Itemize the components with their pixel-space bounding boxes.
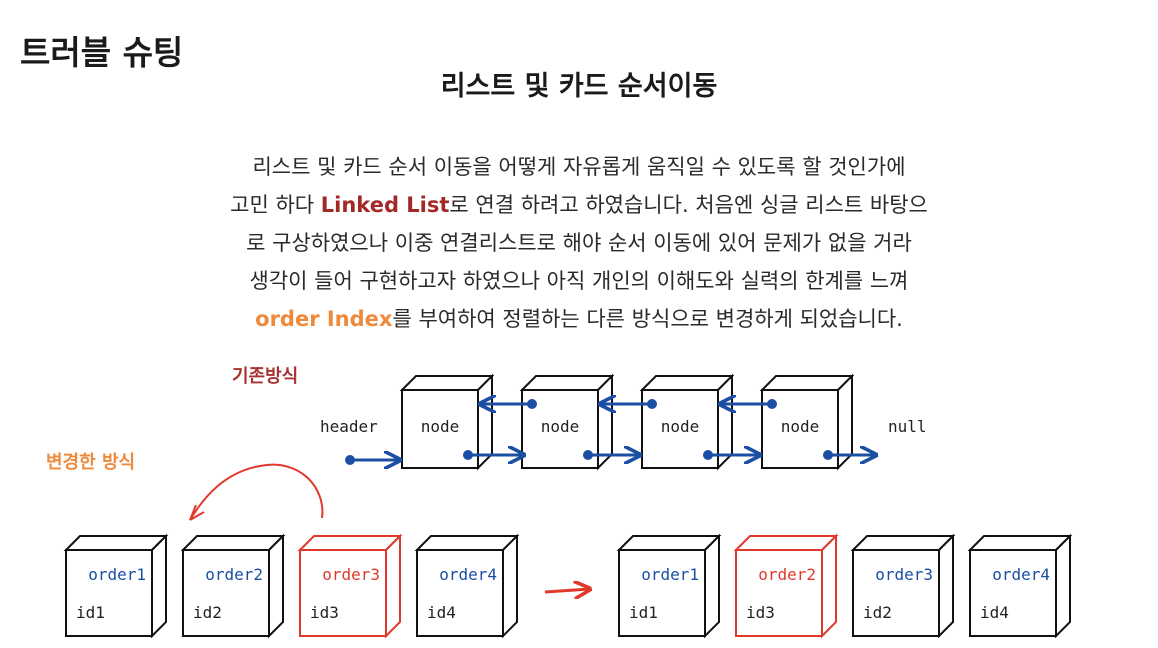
order-label: order1 <box>641 565 699 584</box>
move-curve-arrowhead <box>189 504 205 521</box>
order-card: order1 id1 <box>63 533 169 639</box>
description-line-2-post: 로 연결 하려고 하였습니다. 처음엔 싱글 리스트 바탕으 <box>449 193 928 217</box>
description-line-5-post: 를 부여하여 정렬하는 다른 방식으로 변경하게 되었습니다. <box>392 307 903 331</box>
order-card: order2 id2 <box>180 533 286 639</box>
order-card: order2 id3 <box>733 533 839 639</box>
order-label: order3 <box>322 565 380 584</box>
id-label: id1 <box>629 603 658 622</box>
order-label: order1 <box>88 565 146 584</box>
id-label: id4 <box>427 603 456 622</box>
old-method-label: 기존방식 <box>232 366 299 387</box>
order-label: order2 <box>205 565 263 584</box>
order-card: order4 id4 <box>414 533 520 639</box>
linked-list-links <box>345 399 876 465</box>
id-label: id1 <box>76 603 105 622</box>
null-label: null <box>888 417 927 436</box>
section-title: 리스트 및 카드 순서이동 <box>440 71 718 102</box>
page-title: 트러블 슈팅 <box>20 33 184 72</box>
description-line-2: 고민 하다 Linked List로 연결 하려고 하였습니다. 처음엔 싱글 … <box>0 186 1158 224</box>
before-cards: order1 id1 order2 id2 order3 id3 order4 id4 <box>63 533 520 639</box>
order-label: order2 <box>758 565 816 584</box>
order-label: order4 <box>992 565 1050 584</box>
order-card: order1 id1 <box>616 533 722 639</box>
order-label: order3 <box>875 565 933 584</box>
order-card: order3 id3 <box>297 533 403 639</box>
after-cards: order1 id1 order2 id3 order3 id2 order4 id4 <box>616 533 1073 639</box>
node-label: node <box>541 417 580 436</box>
new-method-label: 변경한 방식 <box>46 452 136 473</box>
id-label: id4 <box>980 603 1009 622</box>
node-label: node <box>781 417 820 436</box>
description-line-2-pre: 고민 하다 <box>230 193 321 217</box>
description-line-4: 생각이 들어 구현하고자 하였으나 아직 개인의 이해도와 실력의 한계를 느껴 <box>249 269 909 293</box>
header-label: header <box>320 417 378 436</box>
order-card: order3 id2 <box>850 533 956 639</box>
description-line-1: 리스트 및 카드 순서 이동을 어떻게 자유롭게 움직일 수 있도록 할 것인가… <box>252 155 906 179</box>
order-index-highlight: order Index <box>255 307 393 331</box>
linked-list-highlight: Linked List <box>320 193 450 217</box>
id-label: id3 <box>746 603 775 622</box>
move-curve-arrow <box>189 463 324 521</box>
id-label: id2 <box>193 603 222 622</box>
node-label: node <box>421 417 460 436</box>
id-label: id3 <box>310 603 339 622</box>
id-label: id2 <box>863 603 892 622</box>
result-arrow <box>544 589 590 592</box>
order-card: order4 id4 <box>967 533 1073 639</box>
description: 리스트 및 카드 순서 이동을 어떻게 자유롭게 움직일 수 있도록 할 것인가… <box>0 148 1158 338</box>
node-label: node <box>661 417 700 436</box>
order-label: order4 <box>439 565 497 584</box>
description-line-3: 로 구상하였으나 이중 연결리스트로 해야 순서 이동에 있어 문제가 없을 거… <box>246 231 912 255</box>
description-line-5: order Index를 부여하여 정렬하는 다른 방식으로 변경하게 되었습니… <box>0 300 1158 338</box>
